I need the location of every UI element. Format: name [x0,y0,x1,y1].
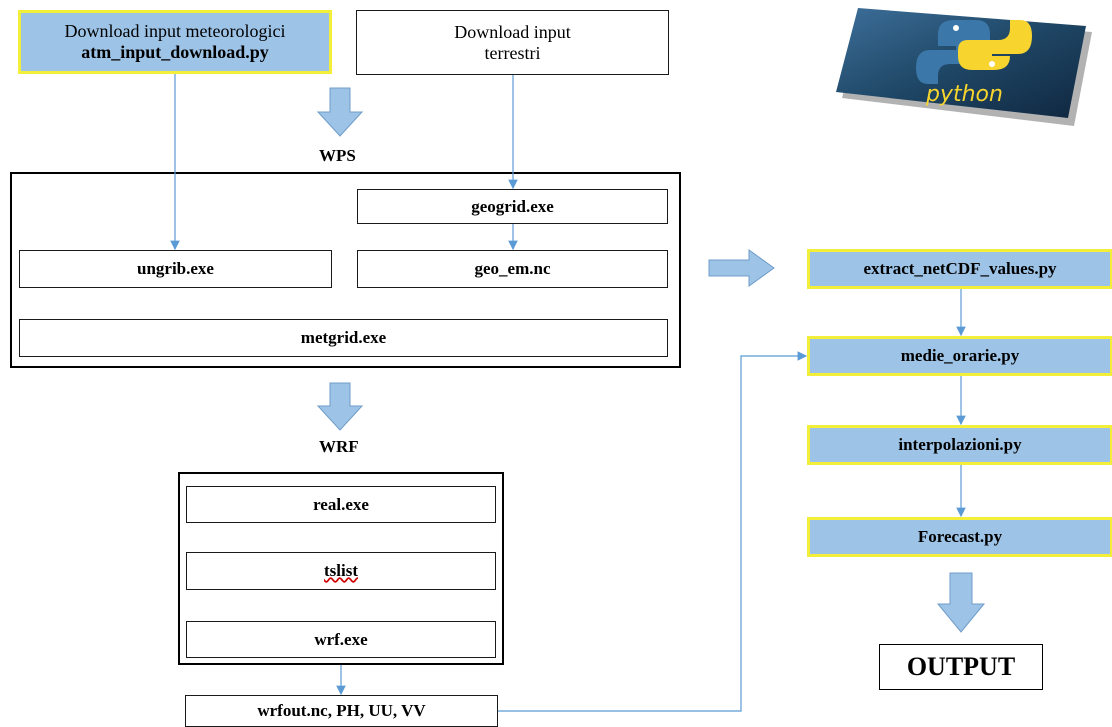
wrf-exe-box: wrf.exe [186,621,496,658]
medie-orarie-box: medie_orarie.py [807,336,1112,376]
block-arrow-to-wps [316,87,364,137]
python-logo-text: python [926,82,1003,107]
connector-wrfout-medie [498,351,808,712]
download-terrestri-line1: Download input [454,21,571,42]
ungrib-box: ungrib.exe [19,250,332,288]
forecast-box: Forecast.py [807,517,1112,557]
tslist-box: tslist [186,552,496,590]
wrfout-box: wrfout.nc, PH, UU, VV [185,695,498,727]
output-box: OUTPUT [879,644,1043,690]
tslist-label: tslist [324,561,358,580]
download-meteo-title: Download input meteorologici [64,21,286,41]
geogrid-box: geogrid.exe [357,189,668,224]
wps-group [10,172,681,368]
wrf-group [178,472,504,665]
block-arrow-to-pipeline [708,249,775,287]
wrf-label: WRF [319,437,359,456]
real-exe-box: real.exe [186,486,496,523]
download-terrestri-box: Download input terrestri [356,10,669,75]
interpolazioni-box: interpolazioni.py [807,425,1112,465]
block-arrow-to-output [936,572,986,633]
python-logo: python [830,6,1100,126]
extract-netcdf-box: extract_netCDF_values.py [807,249,1112,289]
download-terrestri-line2: terrestri [484,42,541,63]
geo-em-box: geo_em.nc [357,250,668,288]
metgrid-box: metgrid.exe [19,319,668,357]
block-arrow-to-wrf [316,382,364,431]
python-logo-icon [836,8,1092,126]
download-meteo-box: Download input meteorologici atm_input_d… [18,10,332,74]
wps-label: WPS [319,146,356,165]
download-meteo-script: atm_input_download.py [81,42,269,62]
